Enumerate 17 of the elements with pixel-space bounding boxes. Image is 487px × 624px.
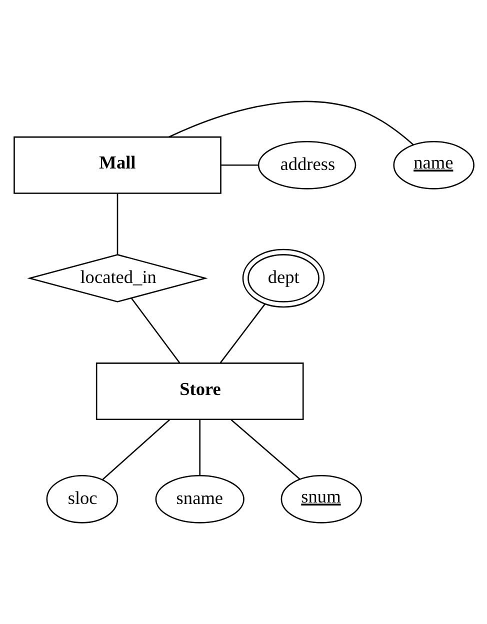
connector <box>101 419 170 480</box>
node-ellipse: dept <box>242 248 324 308</box>
node-box: Store <box>95 362 304 420</box>
connector <box>198 420 200 476</box>
connector <box>130 298 180 364</box>
node-ellipse: name <box>392 140 474 190</box>
connector <box>230 419 300 480</box>
connector <box>220 164 258 166</box>
connector <box>219 304 265 364</box>
node-ellipse: address <box>257 140 356 190</box>
node-ellipse: sname <box>154 474 244 524</box>
node-box: Mall <box>13 136 221 194</box>
connector <box>168 100 414 146</box>
connector <box>116 194 118 254</box>
node-diamond: located_in <box>26 254 208 302</box>
node-ellipse: snum <box>280 474 362 524</box>
node-ellipse: sloc <box>46 474 118 524</box>
